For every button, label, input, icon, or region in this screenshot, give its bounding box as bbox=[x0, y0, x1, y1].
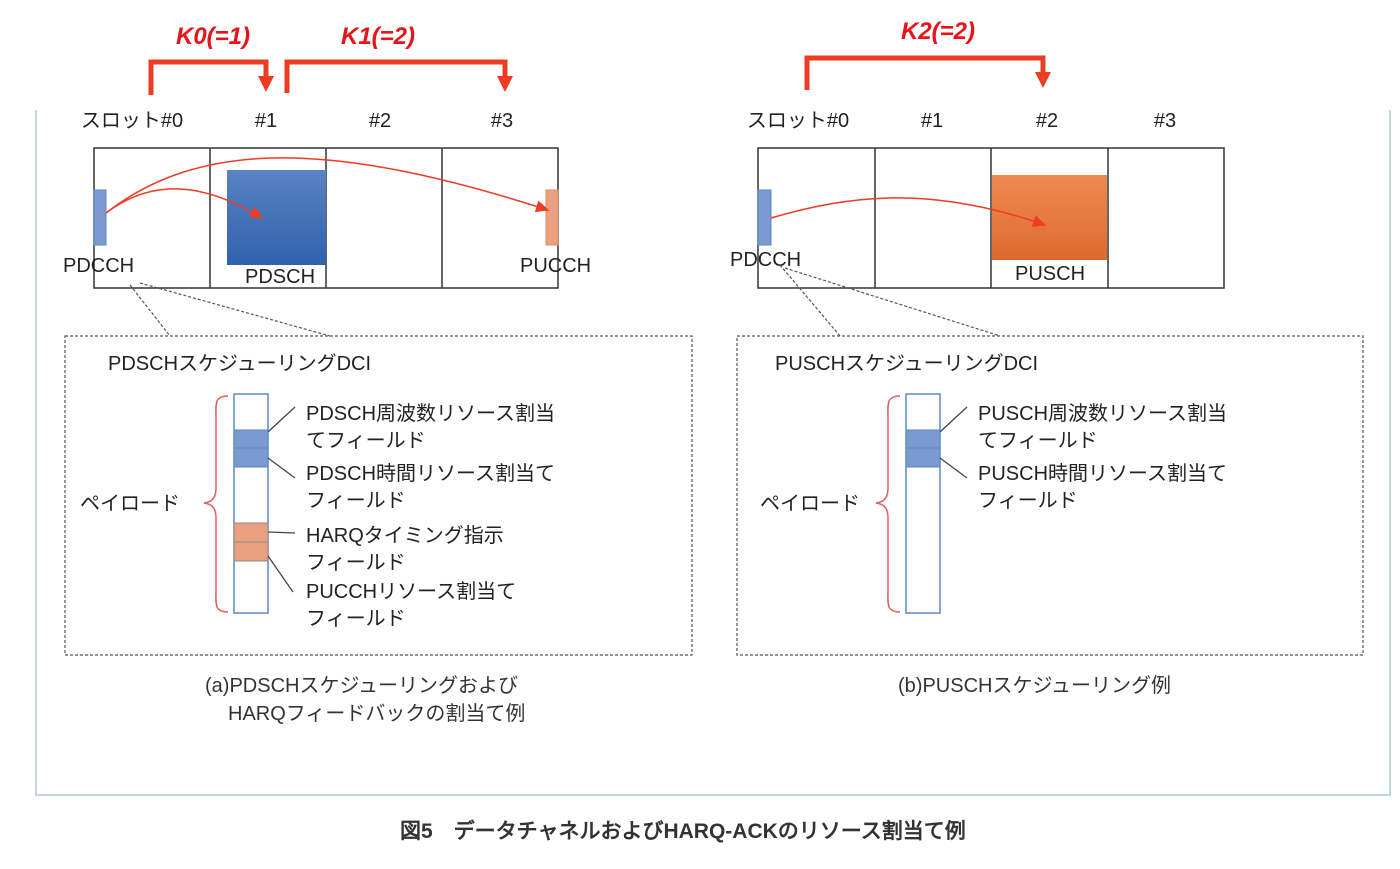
slot-label-1: #1 bbox=[921, 110, 943, 132]
caption-a-line2: HARQフィードバックの割当て例 bbox=[228, 702, 525, 725]
leader-line bbox=[267, 555, 294, 593]
dci-title-left: PDSCHスケジューリングDCI bbox=[108, 352, 371, 375]
dci-box-left bbox=[64, 335, 693, 656]
slot-grid-right bbox=[757, 147, 1225, 289]
payload-brace bbox=[203, 395, 229, 613]
payload-brace bbox=[875, 395, 901, 613]
dci-payload-bar-right bbox=[905, 393, 941, 614]
k1-bracket bbox=[284, 59, 513, 93]
pdcch-label: PDCCH bbox=[730, 249, 801, 271]
caption-b: (b)PUSCHスケジューリング例 bbox=[898, 674, 1171, 697]
k2-label: K2(=2) bbox=[901, 18, 975, 45]
k0-bracket bbox=[148, 59, 274, 95]
field-label: てフィールド bbox=[306, 430, 426, 452]
field-label: フィールド bbox=[306, 552, 406, 574]
caption-a-line1: (a)PDSCHスケジューリングおよび bbox=[205, 674, 518, 697]
k2-bracket bbox=[804, 55, 1051, 90]
callout-line bbox=[129, 284, 171, 337]
callout-line bbox=[779, 264, 841, 337]
field-label: てフィールド bbox=[978, 430, 1098, 452]
field-label: PDSCH周波数リソース割当 bbox=[306, 402, 555, 425]
field-label: PUSCH時間リソース割当て bbox=[978, 462, 1227, 485]
callout-line bbox=[139, 282, 331, 337]
pdcch-to-pusch-arrow bbox=[770, 197, 1047, 227]
pucch-block bbox=[545, 189, 559, 246]
pdsch-label: PDSCH bbox=[245, 266, 315, 288]
pusch-label: PUSCH bbox=[1015, 263, 1085, 285]
slot-label-2: #2 bbox=[1036, 110, 1058, 132]
field-label: フィールド bbox=[306, 608, 406, 630]
field-label: PUSCH周波数リソース割当 bbox=[978, 402, 1227, 425]
leader-line bbox=[267, 406, 296, 433]
slot-label-3: #3 bbox=[1154, 110, 1176, 132]
callout-line bbox=[784, 267, 1001, 337]
slot-label-2: #2 bbox=[369, 110, 391, 132]
pdcch-to-pucch-arrow bbox=[105, 157, 550, 214]
pusch-block bbox=[992, 175, 1107, 260]
pdsch-block bbox=[227, 170, 326, 265]
slot-label-1: #1 bbox=[255, 110, 277, 132]
k1-label: K1(=2) bbox=[341, 23, 415, 50]
slot-label-3: #3 bbox=[491, 110, 513, 132]
pucch-label: PUCCH bbox=[520, 255, 591, 277]
k0-label: K0(=1) bbox=[176, 23, 250, 50]
field-label: HARQタイミング指示 bbox=[306, 524, 504, 547]
dci-box-right bbox=[736, 335, 1364, 656]
figure-frame bbox=[35, 110, 1391, 796]
figure-caption: 図5 データチャネルおよびHARQ-ACKのリソース割当て例 bbox=[400, 819, 966, 843]
field-label: フィールド bbox=[978, 490, 1078, 512]
pdcch-block bbox=[93, 189, 107, 246]
dci-title-right: PUSCHスケジューリングDCI bbox=[775, 352, 1038, 375]
dci-payload-bar-left bbox=[233, 393, 269, 614]
leader-line bbox=[939, 457, 968, 479]
field-label: フィールド bbox=[306, 490, 406, 512]
pdcch-to-pdsch-arrow bbox=[105, 188, 264, 219]
leader-line bbox=[267, 457, 296, 479]
slot-label-0: スロット#0 bbox=[747, 110, 849, 132]
payload-label: ペイロード bbox=[80, 493, 180, 515]
pdcch-label: PDCCH bbox=[63, 255, 134, 277]
payload-label: ペイロード bbox=[760, 493, 860, 515]
field-label: PDSCH時間リソース割当て bbox=[306, 462, 555, 485]
leader-line bbox=[267, 531, 296, 534]
pdcch-block bbox=[757, 189, 772, 246]
slot-label-0: スロット#0 bbox=[81, 110, 183, 132]
field-label: PUCCHリソース割当て bbox=[306, 580, 516, 603]
leader-line bbox=[939, 406, 968, 433]
